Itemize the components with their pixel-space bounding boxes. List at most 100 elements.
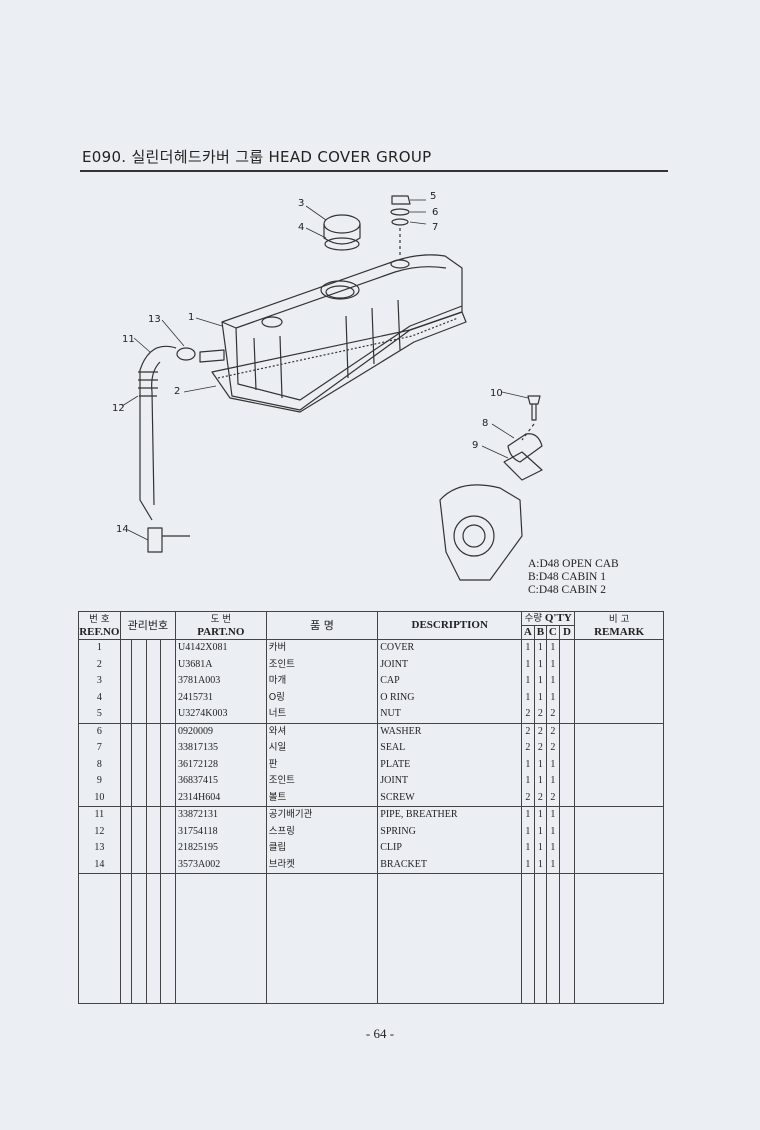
cell-d: [558, 656, 576, 673]
cell-d: [558, 823, 576, 840]
cell-d: [558, 740, 576, 757]
cell-empty: [131, 773, 147, 790]
cell-c: 1: [546, 656, 560, 673]
cell-description: SCREW: [377, 789, 523, 807]
callout-7: 7: [432, 222, 438, 233]
cell-empty: [145, 856, 162, 874]
cell-empty: [160, 689, 176, 706]
header-qty-c: C: [546, 625, 560, 640]
cell-empty: [131, 756, 147, 773]
cell-description: CAP: [377, 673, 523, 690]
cell-empty: [145, 840, 162, 857]
callout-11: 11: [122, 334, 135, 345]
cell-a: 1: [521, 639, 535, 657]
cell-d: [558, 856, 576, 874]
cell-empty: [574, 756, 664, 773]
callout-3: 3: [298, 198, 304, 209]
cell-ref: 10: [78, 789, 121, 807]
cell-name-ko: 판: [265, 756, 379, 773]
cell-c: 1: [546, 840, 560, 857]
cell-empty: [145, 789, 162, 807]
cell-empty: [160, 823, 176, 840]
parts-table: 번 호 REF.NO 관리번호 도 번 PART.NO 품 명 DESCRIPT…: [78, 611, 664, 1004]
cell-empty: [145, 673, 162, 690]
cell-c: 1: [546, 823, 560, 840]
cell-ref: 7: [78, 740, 121, 757]
cell-d: [558, 840, 576, 857]
cell-d: [558, 706, 576, 723]
cell-part: U3681A: [175, 656, 267, 673]
cell-empty: [131, 789, 147, 807]
cell-part: 36172128: [175, 756, 267, 773]
cell-description: PLATE: [377, 756, 523, 773]
cell-d: [558, 789, 576, 807]
cell-ref: 12: [78, 823, 121, 840]
cell-c: 1: [546, 639, 560, 657]
cell-empty: [160, 639, 176, 657]
cell-empty: [145, 722, 162, 740]
cell-ref: 5: [78, 706, 121, 723]
header-remark: 비 고 REMARK: [574, 611, 664, 640]
cell-empty: [131, 840, 147, 857]
cell-ref: 13: [78, 840, 121, 857]
cell-empty: [131, 656, 147, 673]
cell-a: 1: [521, 823, 535, 840]
cell-empty: [160, 856, 176, 874]
cell-empty: [574, 722, 664, 740]
cell-part: 33872131: [175, 806, 267, 824]
cell-c: 1: [546, 806, 560, 824]
cell-empty: [574, 673, 664, 690]
cell-b: 2: [533, 722, 548, 740]
callout-5: 5: [430, 191, 436, 202]
cell-empty: [119, 740, 133, 757]
cell-description: PIPE, BREATHER: [377, 806, 523, 824]
cell-empty: [574, 789, 664, 807]
header-ref: 번 호 REF.NO: [78, 611, 121, 640]
cell-name-ko: 공기배기관: [265, 806, 379, 824]
cell-ref: 1: [78, 639, 121, 657]
cell-a: 1: [521, 756, 535, 773]
cell-empty: [119, 673, 133, 690]
cell-empty: [160, 706, 176, 723]
cell-empty: [119, 706, 133, 723]
cell-empty: [119, 806, 133, 824]
cell-empty: [160, 673, 176, 690]
cell-part: 0920009: [175, 722, 267, 740]
cell-empty: [574, 656, 664, 673]
cell-d: [558, 639, 576, 657]
cell-empty: [574, 639, 664, 657]
callout-14: 14: [116, 524, 129, 535]
cell-name-ko: 카버: [265, 639, 379, 657]
cell-empty: [160, 740, 176, 757]
cell-a: 2: [521, 706, 535, 723]
cell-description: NUT: [377, 706, 523, 723]
cell-description: SPRING: [377, 823, 523, 840]
cell-part: 36837415: [175, 773, 267, 790]
cell-c: 1: [546, 756, 560, 773]
cell-name-ko: 브라켓: [265, 856, 379, 874]
cell-part: U3274K003: [175, 706, 267, 723]
cell-empty: [574, 806, 664, 824]
cell-part: 31754118: [175, 823, 267, 840]
cell-description: COVER: [377, 639, 523, 657]
cell-c: 1: [546, 689, 560, 706]
cell-d: [558, 806, 576, 824]
cell-empty: [131, 806, 147, 824]
cell-empty: [574, 840, 664, 857]
cell-name-ko: 너트: [265, 706, 379, 723]
cell-a: 1: [521, 673, 535, 690]
cell-empty: [160, 656, 176, 673]
cell-empty: [145, 773, 162, 790]
cell-ref: 4: [78, 689, 121, 706]
cell-empty: [131, 856, 147, 874]
cell-empty: [574, 689, 664, 706]
cell-empty: [131, 823, 147, 840]
cell-empty: [119, 856, 133, 874]
cell-c: 2: [546, 722, 560, 740]
